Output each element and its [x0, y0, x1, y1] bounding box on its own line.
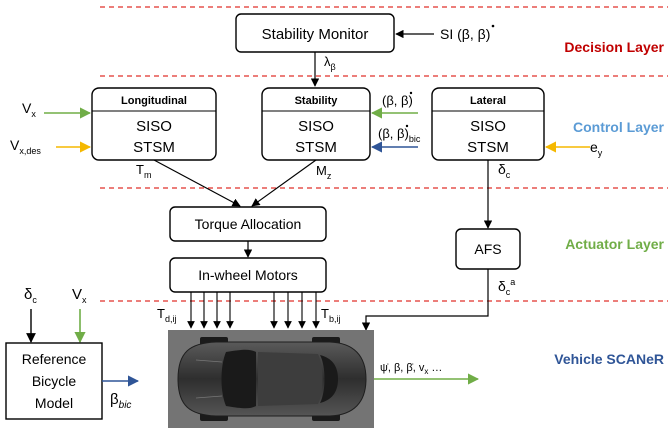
tm-arrow	[153, 159, 241, 207]
reference-model-line1: Reference	[22, 351, 87, 367]
si-label: SI (β, β)	[440, 26, 490, 42]
ey-label: ey	[590, 139, 603, 158]
si-dot	[491, 24, 495, 28]
reference-model-line2: Bicycle	[32, 373, 77, 389]
stability-title: Stability	[295, 95, 339, 107]
deltac-label: δc	[498, 161, 511, 180]
torque-allocation-label: Torque Allocation	[195, 216, 302, 232]
vehicle-image	[168, 330, 374, 428]
ref-vx-label: Vx	[72, 286, 87, 305]
wheel-torque-arrows	[187, 292, 320, 329]
in-wheel-motors-label: In-wheel Motors	[198, 267, 298, 283]
beta-feedback-label: (β, β)	[382, 93, 413, 108]
afs-block: AFS	[455, 228, 521, 270]
stability-controller-block: Stability SISO STSM	[261, 87, 371, 161]
beta-bic-dot	[405, 124, 409, 128]
in-wheel-motors-block: In-wheel Motors	[169, 257, 327, 293]
reference-bicycle-model-block: Reference Bicycle Model	[5, 342, 103, 420]
mz-label: Mz	[316, 163, 332, 181]
tm-label: Tm	[136, 162, 151, 180]
vx-label: Vx	[22, 100, 36, 119]
longitudinal-title: Longitudinal	[121, 95, 187, 107]
layer-dividers	[100, 6, 668, 302]
afs-output-line	[361, 269, 489, 331]
car-roof	[258, 352, 323, 406]
car-windshield	[221, 349, 256, 409]
longitudinal-controller-block: Longitudinal SISO STSM	[91, 87, 217, 161]
torque-allocation-block: Torque Allocation	[169, 206, 327, 242]
lateral-title: Lateral	[470, 95, 506, 107]
car-rear-window	[320, 355, 338, 403]
tbij-label: Tb,ij	[321, 306, 340, 324]
stability-monitor-block: Stability Monitor	[235, 13, 395, 53]
tdij-label: Td,ij	[157, 306, 176, 324]
beta-feedback-dot	[409, 91, 413, 95]
decision-layer-label: Decision Layer	[564, 39, 664, 55]
afs-label: AFS	[474, 241, 501, 257]
vxdes-label: Vx,des	[10, 137, 41, 156]
lateral-siso: SISO	[470, 118, 506, 135]
lateral-stsm: STSM	[467, 139, 509, 156]
vehicle-layer-label: Vehicle SCANeR	[554, 351, 664, 367]
beta-bic-output-label: βbic	[110, 391, 131, 411]
control-layer-label: Control Layer	[573, 119, 665, 135]
lambda-label: λβ	[324, 54, 336, 72]
longitudinal-stsm: STSM	[133, 139, 175, 156]
mz-arrow	[251, 159, 317, 207]
ref-delta-label: δc	[24, 286, 37, 305]
reference-model-line3: Model	[35, 395, 73, 411]
stability-monitor-label: Stability Monitor	[262, 26, 369, 43]
lateral-controller-block: Lateral SISO STSM	[431, 87, 545, 161]
longitudinal-siso: SISO	[136, 118, 172, 135]
beta-bic-label: (β, β)bic	[378, 126, 421, 144]
actuator-layer-label: Actuator Layer	[565, 236, 664, 252]
stability-siso: SISO	[298, 118, 334, 135]
vehicle-outputs-label: ψ̇, β, β̇, vx …	[380, 362, 442, 376]
stability-stsm: STSM	[295, 139, 337, 156]
deltaca-label: δca	[498, 277, 515, 297]
